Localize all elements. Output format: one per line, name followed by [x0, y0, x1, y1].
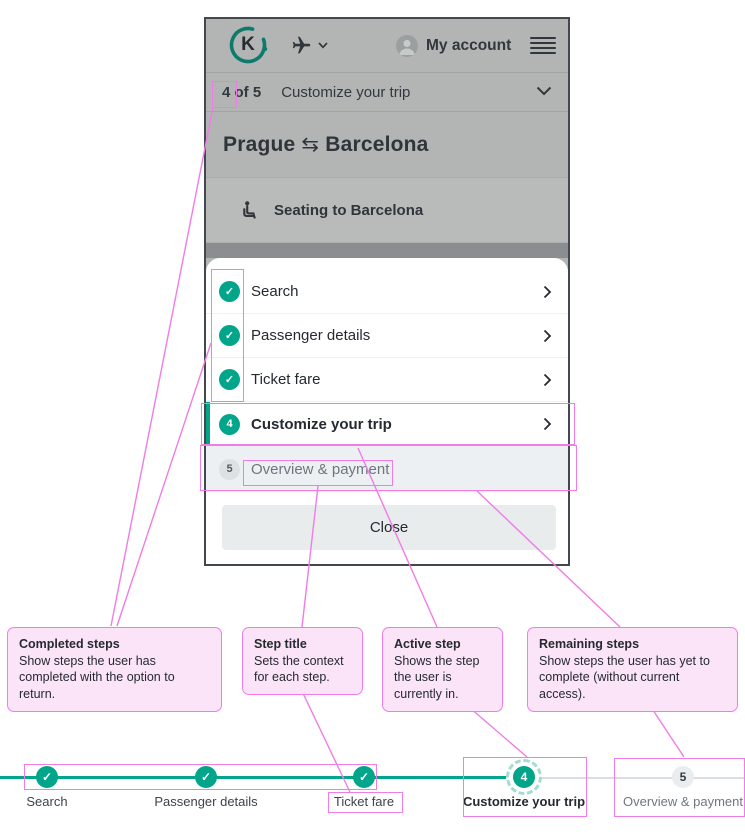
step-counter: 4 of 5 [222, 83, 262, 101]
callout-title: Active step [394, 637, 461, 651]
menu-icon[interactable] [530, 37, 556, 54]
menu-item-overview-payment: 5 Overview & payment [206, 446, 568, 492]
seat-icon [243, 201, 256, 219]
callout-step-title: Step title Sets the context for each ste… [242, 627, 363, 695]
close-button[interactable]: Close [222, 505, 556, 550]
swap-arrows-icon: ⇆ [301, 133, 320, 156]
step-bar-title: Customize your trip [281, 83, 411, 101]
chevron-right-icon [543, 329, 552, 342]
callout-title: Step title [254, 637, 307, 651]
stepper-label-search[interactable]: Search [26, 794, 68, 809]
steps-menu-panel: ✓ Search ✓ Passenger details ✓ Ticket fa… [206, 258, 568, 564]
check-circle-icon: ✓ [219, 325, 240, 346]
check-circle-icon: ✓ [219, 281, 240, 302]
menu-item-passenger-details[interactable]: ✓ Passenger details [206, 314, 568, 358]
check-circle-icon: ✓ [219, 369, 240, 390]
seating-card[interactable]: Seating to Barcelona [206, 177, 568, 243]
menu-item-ticket-fare[interactable]: ✓ Ticket fare [206, 358, 568, 402]
menu-item-label: Search [251, 283, 299, 300]
menu-item-label: Customize your trip [251, 415, 392, 433]
callout-remaining-steps: Remaining steps Show steps the user has … [527, 627, 738, 712]
chevron-right-icon [543, 285, 552, 298]
step-number-badge: 5 [219, 458, 240, 480]
chevron-down-icon[interactable] [536, 83, 552, 101]
chevron-right-icon [543, 373, 552, 386]
stepper-label-ticket-fare[interactable]: Ticket fare [333, 794, 395, 809]
stepper-remaining-line [524, 777, 745, 779]
stepper-check-circle-ticket-fare[interactable]: ✓ [353, 766, 375, 788]
kiwi-logo-letter: K [241, 34, 255, 55]
menu-item-customize-your-trip[interactable]: 4 Customize your trip [206, 402, 568, 446]
route-title: Prague⇆Barcelona [223, 132, 429, 157]
stepper-circle-overview-payment: 5 [672, 766, 694, 788]
menu-item-label: Overview & payment [251, 460, 390, 478]
travel-mode-selector[interactable] [291, 35, 328, 56]
stepper-circle-customize-your-trip[interactable]: 4 [513, 766, 535, 788]
callout-title: Completed steps [19, 637, 120, 651]
phone-mockup: K [204, 17, 570, 566]
callout-body: Show steps the user has yet to complete … [539, 653, 710, 701]
step-number-badge: 4 [219, 413, 240, 435]
stepper-progress-line [0, 776, 524, 779]
seating-label: Seating to Barcelona [274, 201, 424, 219]
callout-body: Sets the context for each step. [254, 653, 344, 685]
route-destination: Barcelona [325, 133, 429, 156]
chevron-down-icon [318, 42, 328, 49]
callout-completed-steps: Completed steps Show steps the user has … [7, 627, 222, 712]
chevron-right-icon [543, 417, 552, 431]
menu-item-label: Passenger details [251, 327, 371, 344]
stepper-check-circle-search[interactable]: ✓ [36, 766, 58, 788]
stepper-check-circle-passenger-details[interactable]: ✓ [195, 766, 217, 788]
overlay-dim-strip [206, 243, 568, 258]
airplane-icon [292, 36, 311, 54]
my-account-button[interactable]: My account [426, 37, 512, 54]
route-header: Prague⇆Barcelona [206, 112, 568, 177]
callout-body: Show steps the user has completed with t… [19, 653, 175, 701]
menu-item-search[interactable]: ✓ Search [206, 270, 568, 314]
kiwi-logo[interactable]: K [227, 24, 269, 66]
route-origin: Prague [223, 133, 296, 156]
step-progress-bar[interactable]: 4 of 5 Customize your trip [206, 72, 568, 112]
stepper-label-customize-your-trip[interactable]: Customize your trip [462, 794, 586, 809]
avatar [395, 34, 419, 58]
callout-body: Shows the step the user is currently in. [394, 653, 480, 701]
stepper-label-passenger-details[interactable]: Passenger details [154, 794, 258, 809]
app-header: K [206, 19, 568, 72]
menu-item-label: Ticket fare [251, 371, 321, 388]
stepper-label-overview-payment: Overview & payment [623, 794, 743, 809]
callout-title: Remaining steps [539, 637, 640, 651]
callout-active-step: Active step Shows the step the user is c… [382, 627, 503, 712]
kiwi-logo-ring [229, 26, 268, 64]
